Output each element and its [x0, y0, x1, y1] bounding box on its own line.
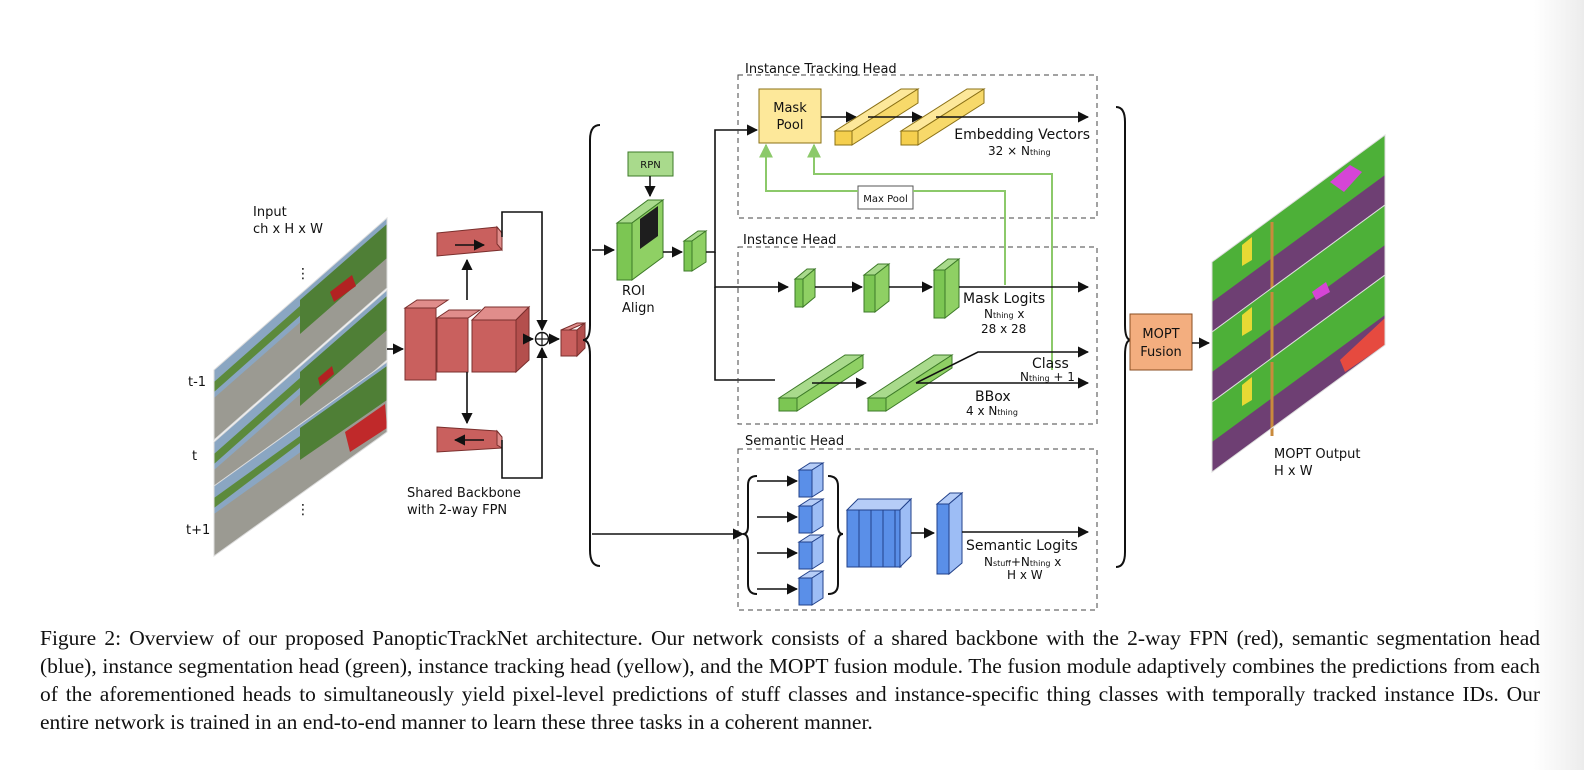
frame-label-t: t [192, 449, 197, 464]
semantic-logits-label: Semantic Logits [966, 538, 1078, 554]
mask-logits-dim-2: 28 x 28 [981, 322, 1026, 336]
semantic-dpc-modules [797, 462, 825, 606]
green-arrow-class-to-mask-pool [807, 143, 1053, 370]
instance-head-title: Instance Head [743, 233, 836, 248]
backbone-block [403, 299, 531, 381]
output-frame-3 [1211, 274, 1386, 473]
arrow-to-mask-pool [706, 124, 759, 253]
left-brace [582, 124, 601, 567]
fpn-bottom-branch [436, 426, 503, 453]
embedding-vectors-label: Embedding Vectors [954, 127, 1090, 143]
mask-conv-3 [932, 257, 961, 320]
output-label: MOPT Output [1274, 447, 1361, 462]
instance-head-frame [737, 246, 1098, 425]
roi-align-block [615, 199, 665, 281]
architecture-diagram: Input ch x H x W ⋮ ⋮ t-1 t t+1 [186, 62, 1386, 611]
semantic-logits-dim-2: H x W [1007, 568, 1043, 582]
mask-logits-label: Mask Logits [963, 291, 1045, 307]
input-label: Input [253, 205, 287, 220]
mask-pool-label-line1: Mask [773, 101, 807, 116]
mask-logits-dim-1: Nthing x [984, 307, 1024, 321]
figure-caption: Figure 2: Overview of our proposed Panop… [40, 626, 1540, 734]
semantic-logits-dim-1: Nstuff+Nthing x [984, 555, 1061, 569]
mask-conv-1 [793, 267, 817, 309]
semantic-arrows-in [757, 475, 799, 595]
output-frame-1 [1211, 134, 1386, 333]
frame-label-t-plus-1: t+1 [186, 523, 210, 538]
class-label: Class [1032, 356, 1069, 372]
backbone-label-line2: with 2-way FPN [407, 503, 507, 518]
input-frame-t-minus-1 [213, 216, 388, 442]
input-dots-top: ⋮ [296, 266, 310, 282]
page-edge-shadow [1534, 0, 1584, 770]
mopt-fusion-box [1129, 313, 1193, 371]
arrow-top-branch-to-sum [501, 211, 548, 332]
embedding-vectors-dim: 32 × Nthing [988, 144, 1051, 158]
line-to-class-branch [714, 287, 775, 381]
frame-label-t-minus-1: t-1 [188, 375, 206, 390]
bbox-dim: 4 x Nthing [966, 404, 1018, 418]
max-pool-label: Max Pool [863, 194, 908, 205]
roi-feature-block [682, 230, 708, 272]
semantic-final-conv [935, 491, 964, 576]
right-brace [1115, 106, 1132, 568]
max-pool-box [857, 185, 914, 210]
semantic-input-brace [742, 475, 758, 595]
output-dims: H x W [1274, 464, 1313, 479]
roi-label-line1: ROI [622, 284, 645, 299]
mask-pool-box [758, 88, 822, 144]
mask-conv-2 [862, 262, 891, 314]
output-frame-2 [1211, 204, 1386, 403]
semantic-head-frame [737, 448, 1098, 611]
input-frame-t-plus-1 [213, 361, 388, 557]
fpn-top-branch [436, 225, 503, 257]
sum-node-icon [534, 331, 550, 347]
roi-label-line2: Align [622, 301, 655, 316]
semantic-head-title: Semantic Head [745, 434, 844, 449]
green-arrow-maxpool-to-mask-pool [759, 143, 858, 192]
mopt-fusion-label-line2: Fusion [1140, 345, 1182, 360]
mopt-fusion-label-line1: MOPT [1142, 327, 1179, 342]
bbox-label: BBox [975, 389, 1011, 405]
arrow-to-instance-head [714, 252, 790, 293]
semantic-concat-stack [845, 497, 913, 569]
output-frames [1211, 134, 1386, 473]
arrow-class-output [915, 346, 1090, 384]
arrow-bottom-branch-to-sum [501, 346, 548, 479]
semantic-output-brace [827, 475, 844, 595]
backbone-output-block [560, 321, 586, 358]
tracking-head-title: Instance Tracking Head [745, 62, 897, 77]
input-dots-bottom: ⋮ [296, 502, 310, 518]
rpn-label: RPN [640, 160, 660, 171]
green-line-mask-to-maxpool [913, 190, 1006, 285]
input-frames [213, 216, 388, 557]
class-dim: Nthing + 1 [1020, 370, 1075, 384]
mask-pool-label-line2: Pool [777, 118, 804, 133]
input-dims: ch x H x W [253, 222, 323, 237]
rpn-box [627, 151, 674, 177]
backbone-label-line1: Shared Backbone [407, 486, 521, 501]
